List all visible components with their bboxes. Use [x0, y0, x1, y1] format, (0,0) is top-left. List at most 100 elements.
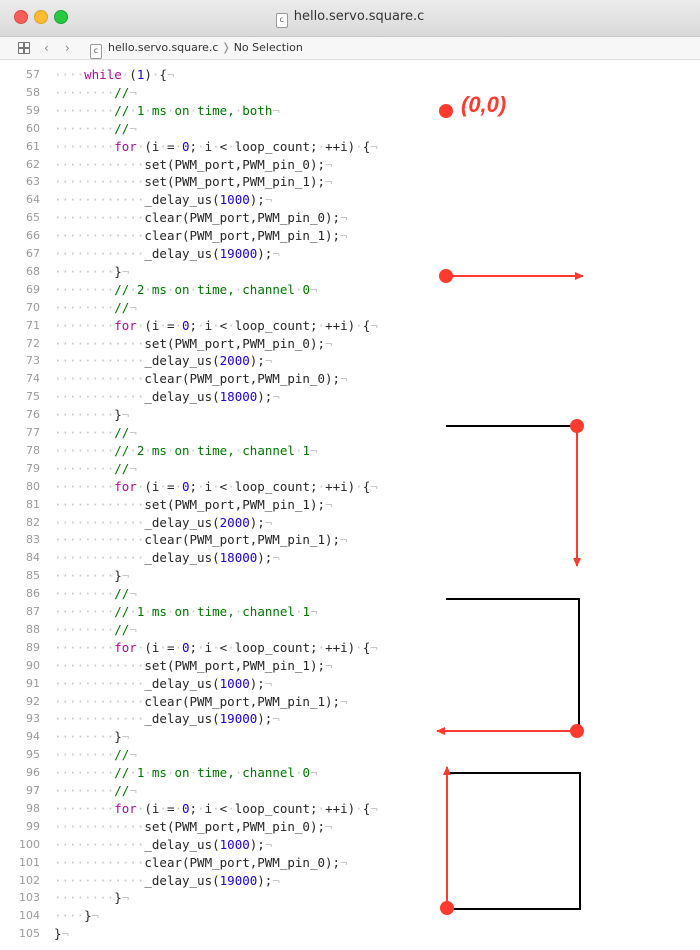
code-line[interactable]: 66············clear(PWM_port,PWM_pin_1);…	[0, 227, 700, 245]
code-line[interactable]: 76········}¬	[0, 406, 700, 424]
line-number: 59	[26, 103, 40, 117]
code-line[interactable]: 80········for·(i·=·0;·i·<·loop_count;·++…	[0, 478, 700, 496]
code-line[interactable]: 101············clear(PWM_port,PWM_pin_0)…	[0, 854, 700, 872]
code-line[interactable]: 61········for·(i·=·0;·i·<·loop_count;·++…	[0, 138, 700, 156]
line-number: 71	[26, 318, 40, 332]
line-number: 90	[26, 658, 40, 672]
code-line[interactable]: 79········//¬	[0, 460, 700, 478]
code-line[interactable]: 59 ········//·1·ms·on·time,·both¬	[0, 102, 700, 120]
code-line[interactable]: 68········}¬	[0, 263, 700, 281]
code-line[interactable]: 92············clear(PWM_port,PWM_pin_1);…	[0, 693, 700, 711]
code-line[interactable]: 90············set(PWM_port,PWM_pin_1);¬	[0, 657, 700, 675]
code-line[interactable]: 67············_delay_us(19000);¬	[0, 245, 700, 263]
code-line[interactable]: 75············_delay_us(18000);¬	[0, 388, 700, 406]
code-line[interactable]: 102 ············_delay_us(19000);¬	[0, 872, 700, 890]
c-file-icon: c	[90, 44, 102, 59]
code-text: ········//¬	[54, 747, 137, 763]
line-number: 95	[26, 748, 40, 762]
code-line[interactable]: 104····}¬	[0, 907, 700, 925]
line-number: 65	[26, 211, 40, 225]
code-line[interactable]: 60 ········//¬	[0, 120, 700, 138]
code-text: ············clear(PWM_port,PWM_pin_0);¬	[54, 854, 348, 870]
step-3-left-move	[436, 598, 584, 738]
code-text: ············_delay_us(18000);¬	[54, 550, 280, 566]
code-text: ········//¬	[54, 120, 137, 136]
code-line[interactable]: 57 ····while·(1)·{¬	[0, 66, 700, 84]
code-line[interactable]: 96 ········//·1·ms·on·time,·channel·0¬	[0, 764, 700, 782]
code-line[interactable]: 81 ············set(PWM_port,PWM_pin_1);¬	[0, 496, 700, 514]
code-line[interactable]: 103········}¬	[0, 889, 700, 907]
line-number: 96	[26, 766, 40, 780]
code-line[interactable]: 99············set(PWM_port,PWM_pin_0);¬	[0, 818, 700, 836]
breadcrumb-separator-icon: ❭	[221, 41, 231, 54]
code-line[interactable]: 88········//¬	[0, 621, 700, 639]
line-number: 81	[26, 497, 40, 511]
line-number: 99	[26, 819, 40, 833]
code-line[interactable]: 91············_delay_us(1000);¬	[0, 675, 700, 693]
code-text: ········}¬	[54, 407, 130, 423]
code-text: ············_delay_us(2000);¬	[54, 353, 273, 369]
code-line[interactable]: 100············_delay_us(1000);¬	[0, 836, 700, 854]
code-line[interactable]: 86········//¬	[0, 585, 700, 603]
code-line[interactable]: 73············_delay_us(2000);¬	[0, 352, 700, 370]
code-line[interactable]: 105}¬	[0, 925, 700, 943]
line-number: 75	[26, 390, 40, 404]
code-line[interactable]: 71········for·(i·=·0;·i·<·loop_count;·++…	[0, 317, 700, 335]
line-number: 60	[26, 121, 40, 135]
line-number: 102	[19, 873, 40, 887]
breadcrumb-selection[interactable]: No Selection	[233, 41, 303, 54]
code-line[interactable]: 69········//·2·ms·on·time,·channel·0¬	[0, 281, 700, 299]
code-line[interactable]: 58········//¬	[0, 84, 700, 102]
code-line[interactable]: 62············set(PWM_port,PWM_pin_0);¬	[0, 156, 700, 174]
code-line[interactable]: 65 ············clear(PWM_port,PWM_pin_0);…	[0, 209, 700, 227]
line-number: 85	[26, 569, 40, 583]
code-line[interactable]: 85········}¬	[0, 567, 700, 585]
code-line[interactable]: 97········//¬	[0, 782, 700, 800]
code-text: ············clear(PWM_port,PWM_pin_1);¬	[54, 693, 348, 709]
code-line[interactable]: 74············clear(PWM_port,PWM_pin_0);…	[0, 370, 700, 388]
code-line[interactable]: 94········}¬	[0, 728, 700, 746]
step-4-up-move	[440, 766, 581, 915]
code-text: ············clear(PWM_port,PWM_pin_1);¬	[54, 532, 348, 548]
minimize-window-button[interactable]	[34, 10, 48, 24]
code-text: ············clear(PWM_port,PWM_pin_0);¬	[54, 210, 348, 226]
code-text: ········//·2·ms·on·time,·channel·1¬	[54, 442, 318, 458]
back-chevron-icon[interactable]: ‹	[44, 41, 49, 55]
code-text: ············_delay_us(1000);¬	[54, 675, 273, 691]
code-text: ············_delay_us(19000);¬	[54, 246, 280, 261]
code-text: ········for·(i·=·0;·i·<·loop_count;·++i)…	[54, 800, 378, 816]
related-items-grid-icon[interactable]	[18, 42, 30, 54]
code-line[interactable]: 64············_delay_us(1000);¬	[0, 191, 700, 209]
code-line[interactable]: 84············_delay_us(18000);¬	[0, 549, 700, 567]
code-text: ········//·2·ms·on·time,·channel·0¬	[54, 281, 318, 297]
breadcrumb-file[interactable]: hello.servo.square.c	[108, 41, 219, 54]
code-line[interactable]: 83············clear(PWM_port,PWM_pin_1);…	[0, 531, 700, 549]
code-text: ····while·(1)·{¬	[54, 67, 175, 82]
code-line[interactable]: 78········//·2·ms·on·time,·channel·1¬	[0, 442, 700, 460]
breadcrumb: c hello.servo.square.c❭No Selection	[90, 41, 303, 59]
close-window-button[interactable]	[14, 10, 28, 24]
code-text: ········//·1·ms·on·time,·channel·0¬	[54, 765, 318, 781]
code-line[interactable]: 63············set(PWM_port,PWM_pin_1);¬	[0, 173, 700, 191]
code-text: ············set(PWM_port,PWM_pin_1);¬	[54, 496, 333, 512]
code-line[interactable]: 98········for·(i·=·0;·i·<·loop_count;·++…	[0, 800, 700, 818]
forward-chevron-icon[interactable]: ›	[65, 41, 70, 55]
code-line[interactable]: 82············_delay_us(2000);¬	[0, 514, 700, 532]
code-line[interactable]: 87········//·1·ms·on·time,·channel·1¬	[0, 603, 700, 621]
code-line[interactable]: 72············set(PWM_port,PWM_pin_0);¬	[0, 335, 700, 353]
code-text: ········for·(i·=·0;·i·<·loop_count;·++i)…	[54, 138, 378, 154]
line-number: 97	[26, 784, 40, 797]
line-number: 74	[26, 372, 40, 386]
code-line[interactable]: 70········//¬	[0, 299, 700, 317]
line-number: 104	[19, 909, 40, 923]
code-line[interactable]: 77········//¬	[0, 424, 700, 442]
code-editor[interactable]: 57 ····while·(1)·{¬ 58········//¬59 ·······…	[0, 60, 700, 950]
code-line[interactable]: 95 ········//¬	[0, 746, 700, 764]
line-number: 89	[26, 640, 40, 654]
code-line[interactable]: 93············_delay_us(19000);¬	[0, 710, 700, 728]
zoom-window-button[interactable]	[54, 10, 68, 24]
code-text: ············_delay_us(19000);¬	[54, 872, 280, 888]
code-line[interactable]: 89········for·(i·=·0;·i·<·loop_count;·++…	[0, 639, 700, 657]
code-text: ········//·1·ms·on·time,·both¬	[54, 102, 280, 118]
line-number: 57	[26, 68, 40, 81]
